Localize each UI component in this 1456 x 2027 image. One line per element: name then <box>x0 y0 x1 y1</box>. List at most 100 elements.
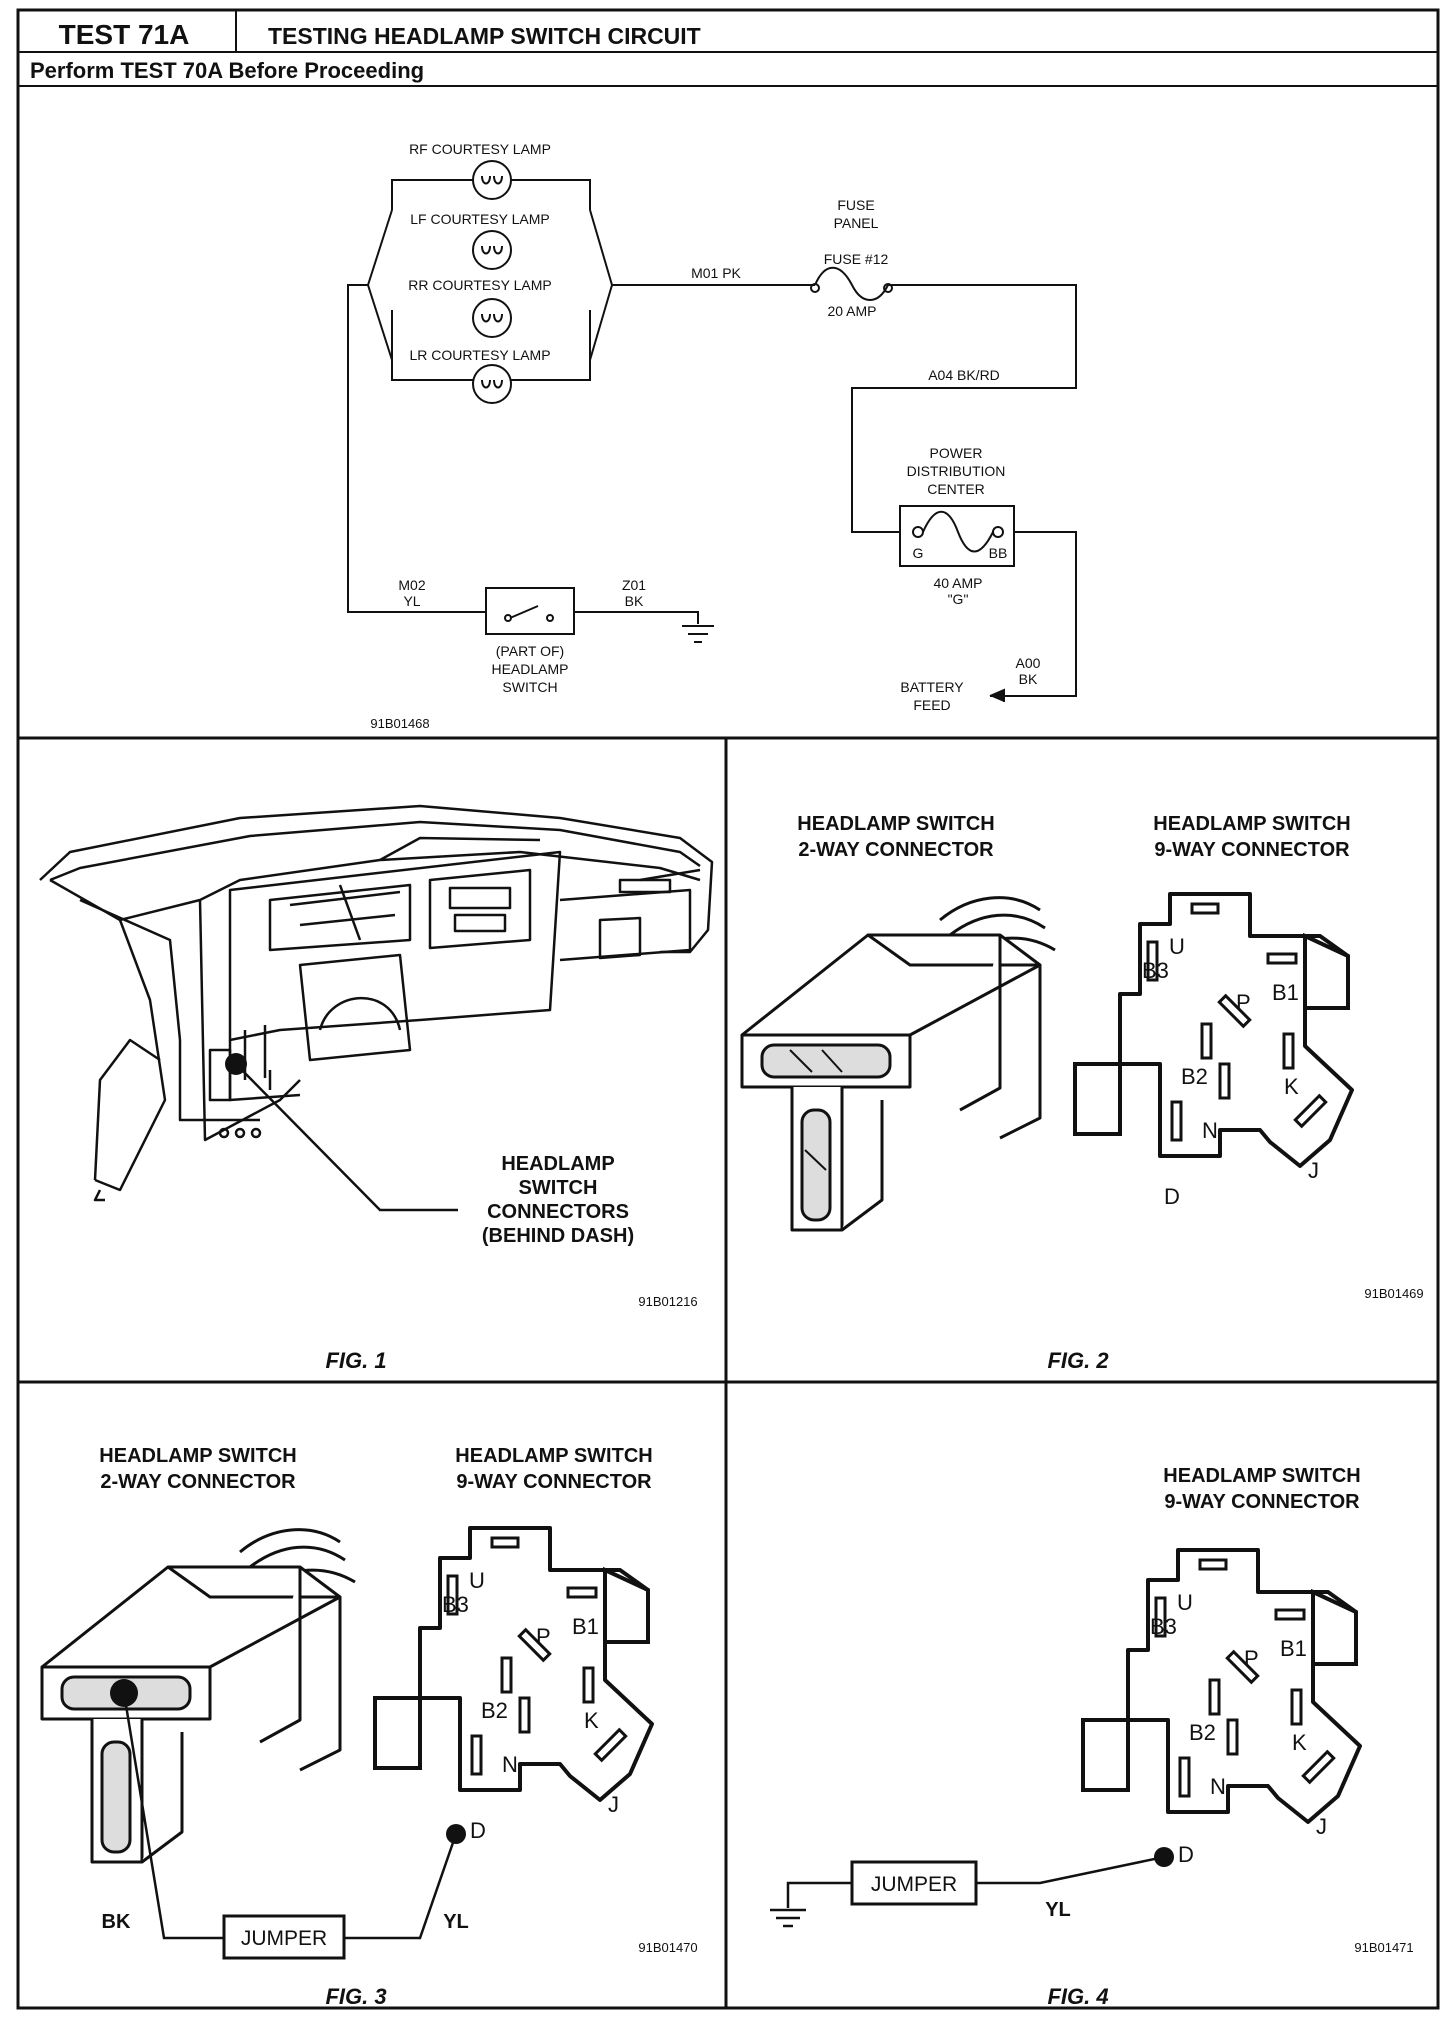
battery-feed-label: FEED <box>913 697 950 713</box>
lamp-label-rr: RR COURTESY LAMP <box>408 277 551 293</box>
pin-b2: B2 <box>481 1698 508 1723</box>
pin-k: K <box>1284 1074 1299 1099</box>
fig1-code: 91B01216 <box>638 1294 697 1309</box>
fig4-title-9way: 9-WAY CONNECTOR <box>1164 1491 1360 1513</box>
pin-b1: B1 <box>1280 1636 1307 1661</box>
wire-a00-label: A00 <box>1016 655 1041 671</box>
fig3-code: 91B01470 <box>638 1940 697 1955</box>
fig3-title-9way: 9-WAY CONNECTOR <box>456 1471 652 1493</box>
fig4-title-9way: HEADLAMP SWITCH <box>1163 1465 1360 1487</box>
fig1-callout: SWITCH <box>519 1177 598 1199</box>
pin-n: N <box>502 1752 518 1777</box>
pin-n: N <box>1210 1774 1226 1799</box>
fuse-panel-label: PANEL <box>834 215 879 231</box>
test-id: TEST 71A <box>59 19 190 50</box>
fuse-label: FUSE #12 <box>824 251 889 267</box>
wire-bk-label: BK <box>102 1911 131 1933</box>
pin-k: K <box>584 1708 599 1733</box>
pin-d: D <box>1164 1184 1180 1209</box>
lamp-label-lf: LF COURTESY LAMP <box>410 211 550 227</box>
pin-j: J <box>1316 1814 1327 1839</box>
wire-m01-label: M01 PK <box>691 265 741 281</box>
wire-z01-label: BK <box>625 593 644 609</box>
callout-leader-line <box>235 1063 458 1212</box>
fig3-title-2way: 2-WAY CONNECTOR <box>100 1471 296 1493</box>
fig4-jumper-wiring <box>770 1855 1165 1928</box>
fig4-code: 91B01471 <box>1354 1940 1413 1955</box>
two-way-connector-drawing <box>740 896 1056 1232</box>
wire-yl-label: YL <box>1045 1899 1071 1921</box>
wire-z01-label: Z01 <box>622 577 646 593</box>
fig4-caption: FIG. 4 <box>1047 1984 1108 2009</box>
wire-m02-label: M02 <box>398 577 425 593</box>
fig4-pin-labels: U B3 B1 P B2 K N D J <box>1150 1590 1327 1867</box>
page-title: TESTING HEADLAMP SWITCH CIRCUIT <box>268 23 701 49</box>
fig3-title-2way: HEADLAMP SWITCH <box>99 1445 296 1467</box>
lamp-label-rf: RF COURTESY LAMP <box>409 141 551 157</box>
pin-d: D <box>1178 1842 1194 1867</box>
fig2-title-2way: HEADLAMP SWITCH <box>797 813 994 835</box>
switch-label: (PART OF) <box>496 643 564 659</box>
pin-u: U <box>1169 934 1185 959</box>
pin-b1: B1 <box>572 1614 599 1639</box>
pdc-amp-label: "G" <box>948 591 969 607</box>
schematic-code: 91B01468 <box>370 716 429 731</box>
pin-p: P <box>536 1624 551 1649</box>
wire-a00-label: BK <box>1019 671 1038 687</box>
fig3-jumper-wiring <box>122 1692 458 1940</box>
page-subtitle: Perform TEST 70A Before Proceeding <box>30 58 424 83</box>
pdc-amp-label: 40 AMP <box>933 575 982 591</box>
dashboard-illustration <box>39 804 714 1202</box>
fig2-code: 91B01469 <box>1364 1286 1423 1301</box>
pin-u: U <box>469 1568 485 1593</box>
pin-j: J <box>1308 1158 1319 1183</box>
wire-a04-label: A04 BK/RD <box>928 367 1000 383</box>
pdc-label: POWER <box>930 445 983 461</box>
lamp-icon <box>472 160 512 200</box>
pin-p: P <box>1236 990 1251 1015</box>
battery-feed-label: BATTERY <box>900 679 964 695</box>
pin-u: U <box>1177 1590 1193 1615</box>
pdc-terminal-bb: BB <box>989 545 1008 561</box>
lamp-icon <box>472 298 512 338</box>
jumper-label: JUMPER <box>241 1927 327 1950</box>
pin-p: P <box>1244 1646 1259 1671</box>
pin-b2: B2 <box>1189 1720 1216 1745</box>
fuse-panel-label: FUSE <box>837 197 874 213</box>
fig1-callout: CONNECTORS <box>487 1201 629 1223</box>
lamp-icon <box>472 230 512 270</box>
pin-j: J <box>608 1792 619 1817</box>
switch-label: SWITCH <box>502 679 557 695</box>
fig3-title-9way: HEADLAMP SWITCH <box>455 1445 652 1467</box>
pin-b3: B3 <box>1142 958 1169 983</box>
pin-d: D <box>470 1818 486 1843</box>
wiring-schematic <box>347 179 1077 702</box>
fuse-amp-label: 20 AMP <box>827 303 876 319</box>
pdc-terminal-g: G <box>913 545 924 561</box>
pin-b3: B3 <box>442 1592 469 1617</box>
fig1-callout: (BEHIND DASH) <box>482 1225 634 1247</box>
pdc-label: DISTRIBUTION <box>907 463 1006 479</box>
pin-b1: B1 <box>1272 980 1299 1005</box>
fig3-caption: FIG. 3 <box>325 1984 386 2009</box>
switch-label: HEADLAMP <box>491 661 568 677</box>
pin-b2: B2 <box>1181 1064 1208 1089</box>
two-way-connector-drawing <box>40 1528 356 1864</box>
pin-k: K <box>1292 1730 1307 1755</box>
jumper-box <box>850 1860 978 1906</box>
jumper-label: JUMPER <box>871 1873 957 1896</box>
pin-b3: B3 <box>1150 1614 1177 1639</box>
lamp-label-lr: LR COURTESY LAMP <box>409 347 550 363</box>
fig2-title-9way: HEADLAMP SWITCH <box>1153 813 1350 835</box>
fig2-caption: FIG. 2 <box>1047 1348 1109 1373</box>
wire-yl-label: YL <box>443 1911 469 1933</box>
courtesy-lamps <box>472 160 512 404</box>
fig2-title-2way: 2-WAY CONNECTOR <box>798 839 994 861</box>
fig2-pin-labels: U B3 B1 P B2 K N D J <box>1142 934 1319 1209</box>
fig3-pin-labels: U B3 B1 P B2 K N D J <box>442 1568 619 1843</box>
fig1-caption: FIG. 1 <box>325 1348 386 1373</box>
jumper-box <box>222 1914 346 1960</box>
pdc-label: CENTER <box>927 481 985 497</box>
lamp-icon <box>472 364 512 404</box>
